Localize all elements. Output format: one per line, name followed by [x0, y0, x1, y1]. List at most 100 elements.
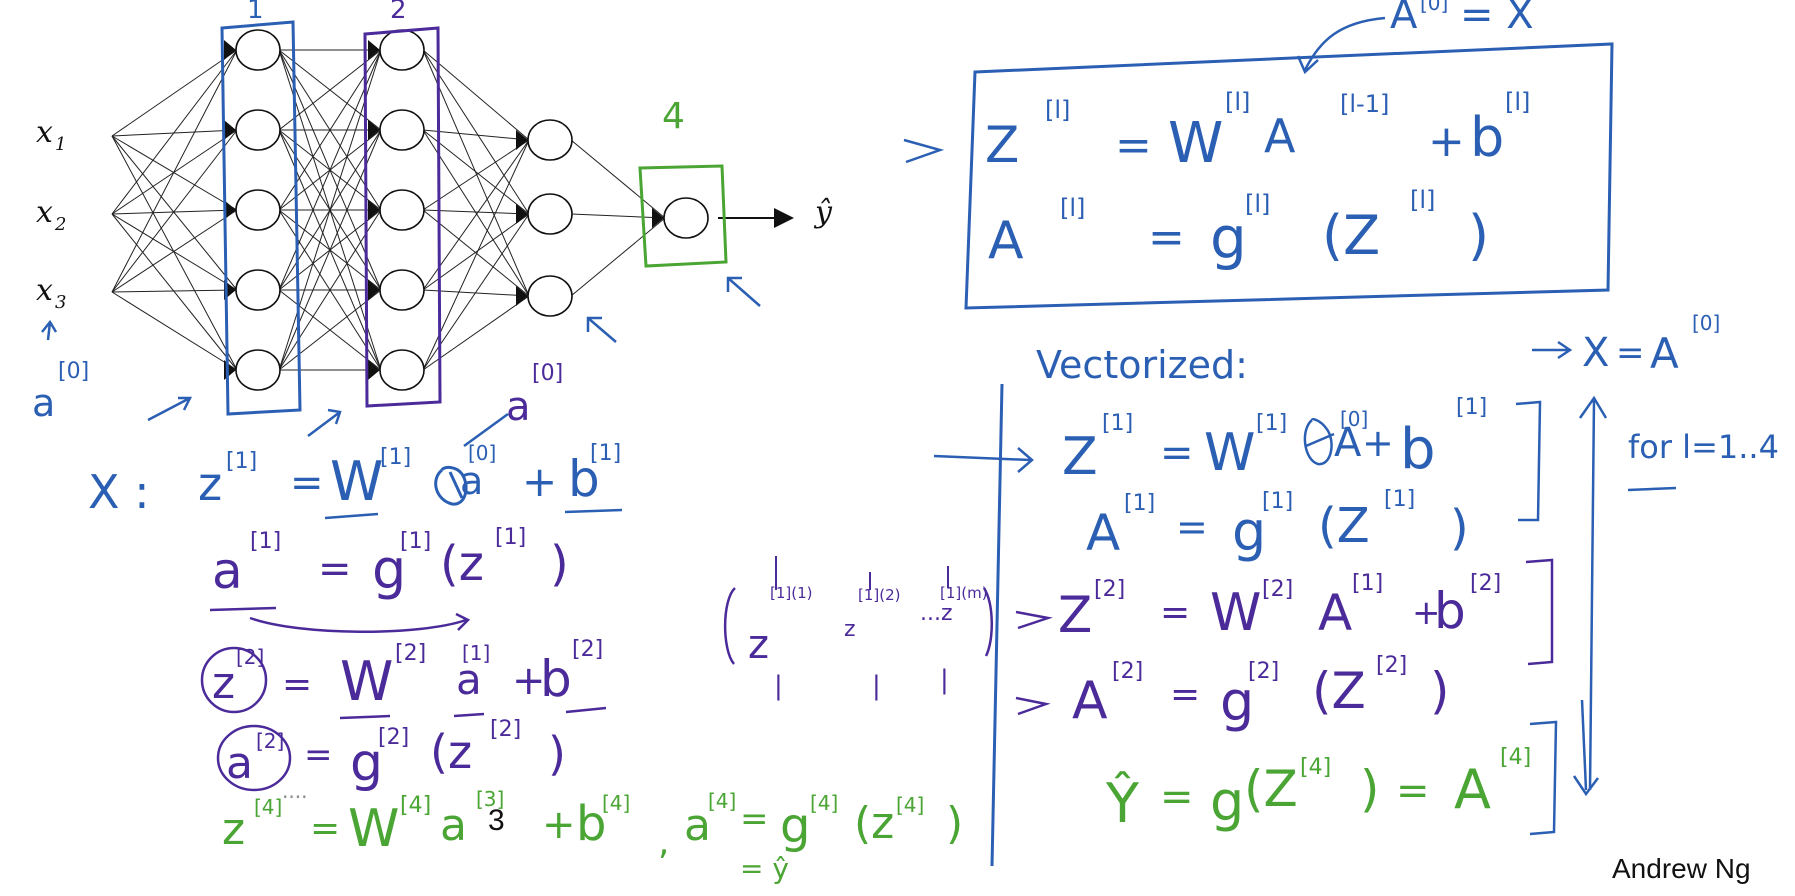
input-arrowhead [224, 120, 236, 140]
svg-text:|: | [774, 671, 783, 701]
box-z-equation: Z [l] = W [l] A [l-1] + b [l] [985, 88, 1530, 176]
svg-text:[1]: [1] [495, 525, 526, 550]
svg-text:[l]: [l] [1410, 186, 1435, 214]
left-eq-line5: z [4] = W [4] a + b [4] , a [4] = g [4] … [222, 789, 963, 885]
input-arrowhead [516, 130, 528, 150]
left-eq-line1: X : z [1] = W [1] a [0] + b [1] [88, 441, 621, 519]
svg-text:W: W [1210, 583, 1261, 643]
input-arrowhead [224, 200, 236, 220]
left-eq-line2: a [1] = g [1] (z [1] ) [212, 525, 569, 601]
svg-text:Z: Z [985, 116, 1019, 174]
svg-text:[1]: [1] [1262, 489, 1293, 514]
svg-text:g: g [372, 538, 406, 601]
svg-text:[4]: [4] [400, 793, 431, 818]
svg-text:[1]: [1] [1456, 395, 1487, 420]
connection [111, 135, 238, 211]
input-label-2: x 2 [36, 195, 66, 235]
svg-text:[2]: [2] [1112, 659, 1143, 684]
svg-text:(Z: (Z [1322, 204, 1380, 267]
input-arrowhead [368, 360, 380, 380]
connection [570, 139, 666, 219]
svg-text:a: a [456, 655, 482, 704]
a0-arrow-label: a [0] [506, 361, 563, 430]
svg-text:a: a [506, 384, 531, 430]
network-neurons [224, 29, 709, 391]
svg-text:[1]: [1] [1352, 571, 1383, 596]
svg-text:[1]: [1] [1384, 487, 1415, 512]
svg-text:+: + [1362, 421, 1394, 465]
svg-text:[l]: [l] [1245, 190, 1270, 218]
svg-text:a: a [226, 738, 253, 789]
svg-text:): ) [1450, 500, 1469, 556]
input-arrowhead [368, 40, 380, 60]
svg-text:A: A [1650, 329, 1679, 378]
svg-text:[2]: [2] [395, 641, 426, 666]
svg-text:): ) [946, 798, 963, 849]
svg-text:g: g [1220, 670, 1254, 733]
vec-eq-line2: A [1] = g [1] (Z [1] ) [1086, 487, 1469, 563]
svg-text:g: g [1210, 204, 1247, 272]
connection [422, 209, 530, 297]
svg-text:[0]: [0] [468, 441, 496, 465]
svg-text:=: = [1160, 592, 1190, 633]
svg-text:[1]: [1] [1124, 491, 1155, 516]
a0-input-label: a [0] [32, 359, 89, 425]
svg-text:+: + [1412, 593, 1441, 633]
input-label-1: x 1 [36, 115, 66, 155]
layer2-box [363, 26, 442, 408]
connection [570, 213, 666, 219]
page-number: 3 [488, 804, 505, 837]
svg-text:=: = [1160, 774, 1194, 820]
svg-text:z: z [212, 658, 235, 709]
connection [422, 49, 530, 215]
svg-text:=: = [1616, 333, 1645, 373]
svg-text:A: A [1086, 504, 1120, 562]
connection [111, 213, 238, 371]
vec-eq-line5: Ŷ = g (Z [4] ) = A [4] [1105, 745, 1531, 835]
svg-text:(Z: (Z [1244, 760, 1298, 818]
neuron [527, 275, 573, 317]
svg-text:[0]: [0] [1692, 311, 1720, 335]
svg-text:b: b [576, 796, 606, 852]
svg-text:g: g [780, 798, 810, 854]
loop-up-arrow [1578, 395, 1608, 791]
output-layer-box [638, 164, 728, 268]
svg-text:g: g [350, 733, 383, 793]
svg-text:b: b [1470, 106, 1504, 169]
svg-text:+: + [1428, 116, 1465, 167]
svg-text:[l-1]: [l-1] [1340, 90, 1389, 118]
svg-text:=: = [1115, 120, 1152, 171]
svg-text:A: A [988, 211, 1024, 271]
svg-text:[1]: [1] [380, 445, 411, 470]
line3-underline-a [453, 712, 485, 718]
svg-text:[4]: [4] [708, 789, 736, 813]
svg-text:...z: ...z [920, 601, 953, 626]
svg-text:=: = [1160, 430, 1194, 476]
loop-down-arrow [1572, 699, 1599, 797]
neuron [527, 193, 573, 235]
line3-underline-w [339, 714, 391, 720]
svg-text:[1]: [1] [400, 529, 431, 554]
svg-text:[2]: [2] [1376, 653, 1407, 678]
svg-text:[l]: [l] [1060, 194, 1085, 222]
svg-text:[1]: [1] [462, 641, 490, 665]
svg-text:): ) [1360, 760, 1380, 818]
svg-text:[2]: [2] [572, 637, 603, 662]
connection [422, 49, 530, 141]
svg-text:g: g [1232, 500, 1266, 563]
svg-text:z: z [222, 804, 245, 855]
svg-text:=: = [740, 799, 769, 839]
svg-text:A: A [1390, 0, 1418, 38]
connection [278, 129, 382, 371]
input-arrowhead [516, 286, 528, 306]
svg-text:=: = [290, 460, 324, 506]
connection [278, 209, 382, 371]
connection [111, 209, 238, 293]
connection [111, 209, 238, 215]
ellipsis-dots: .... [282, 779, 307, 803]
svg-text:[4]: [4] [254, 795, 282, 819]
for-underline [1627, 486, 1677, 492]
connection [111, 49, 238, 137]
vec-eq-line1: Z [1] = W [1] A [0] + b [1] [1062, 395, 1542, 522]
